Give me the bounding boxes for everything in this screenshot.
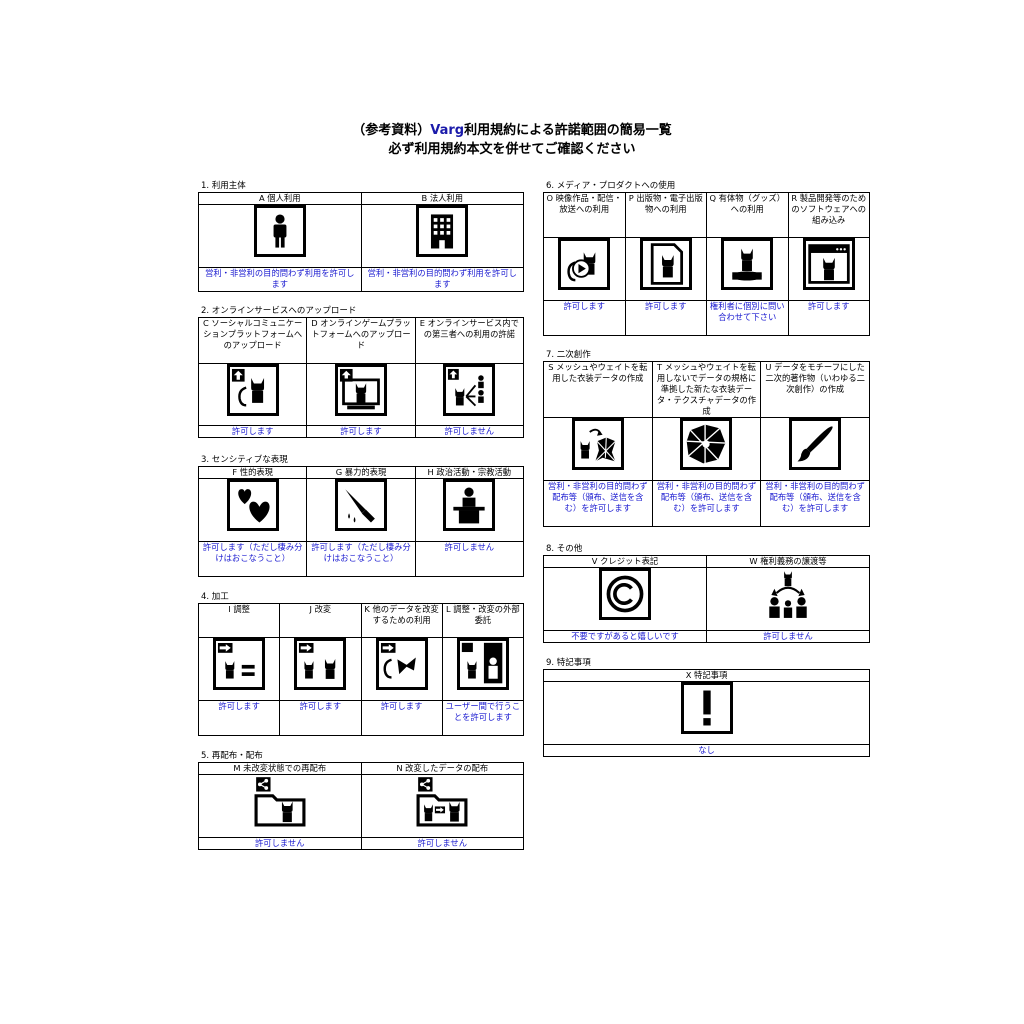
software-icon <box>802 238 855 290</box>
upload-game-icon <box>334 364 387 416</box>
item-v-heading: V クレジット表記 <box>543 555 707 568</box>
section-title: 4. 加工 <box>201 592 229 602</box>
item-t-status: 営利・非営利の目的問わず配布等（頒布、送信を含む）を許可します <box>651 480 762 527</box>
section-media-products: 6. メディア・プロダクトへの使用 O 映像作品・配信・放送への利用 P 出版物… <box>543 180 870 336</box>
title-line-1: （参考資料）Varg利用規約による許諾範囲の簡易一覧 <box>352 123 672 138</box>
item-d-heading: D オンラインゲームプラットフォームへのアップロード <box>306 317 416 364</box>
item-c-heading: C ソーシャルコミュニケーションプラットフォームへのアップロード <box>197 317 308 364</box>
modify-icon <box>294 638 347 690</box>
item-o-heading: O 映像作品・配信・放送への利用 <box>543 192 626 238</box>
item-i-status: 許可します <box>197 700 281 736</box>
video-icon <box>558 238 611 290</box>
section-usage-subject: 1. 利用主体 A 個人利用 B 法人利用 営利・非営利の目的問わず利用を許可し… <box>198 180 524 292</box>
item-s-heading: S メッシュやウェイトを転用した衣装データの作成 <box>543 361 653 418</box>
item-h-status: 許可しません <box>414 541 525 577</box>
item-j-heading: J 改変 <box>279 603 362 638</box>
mesh-transfer-icon <box>571 418 624 470</box>
item-g-status: 許可します（ただし棲み分けはおこなうこと） <box>306 541 416 577</box>
section-title: 8. その他 <box>546 544 583 554</box>
item-c-status: 許可します <box>197 425 308 438</box>
item-x-status: なし <box>543 744 870 757</box>
item-e-status: 許可しません <box>414 425 525 438</box>
item-f-heading: F 性的表現 <box>197 466 308 479</box>
section-redistribution: 5. 再配布・配布 M 未改変状態での再配布 N 改変したデータの配布 許可しま… <box>198 750 524 850</box>
item-u-heading: U データをモチーフにした二次的著作物（いわゆる二次創作）の作成 <box>760 361 870 418</box>
goods-icon <box>721 238 774 290</box>
other-data-icon <box>375 638 428 690</box>
section-title: 6. メディア・プロダクトへの使用 <box>546 181 676 191</box>
new-costume-icon <box>680 418 733 470</box>
section-derivative-works: 7. 二次創作 S メッシュやウェイトを転用した衣装データの作成 T メッシュや… <box>543 349 870 527</box>
item-u-status: 営利・非営利の目的問わず配布等（頒布、送信を含む）を許可します <box>760 480 870 527</box>
section-online-upload: 2. オンラインサービスへのアップロード C ソーシャルコミュニケーションプラッ… <box>197 305 525 438</box>
section-title: 1. 利用主体 <box>201 181 246 191</box>
item-m-heading: M 未改変状態での再配布 <box>198 762 362 775</box>
item-p-heading: P 出版物・電子出版物への利用 <box>624 192 707 238</box>
section-title: 3. センシティブな表現 <box>201 455 288 465</box>
publication-icon <box>639 238 692 290</box>
adjust-icon <box>213 638 266 690</box>
item-f-status: 許可します（ただし棲み分けはおこなうこと） <box>197 541 308 577</box>
item-a-heading: A 個人利用 <box>198 192 362 205</box>
transfer-rights-icon <box>762 568 814 620</box>
item-h-heading: H 政治活動・宗教活動 <box>414 466 525 479</box>
item-w-heading: W 権利義務の譲渡等 <box>706 555 870 568</box>
section-title: 2. オンラインサービスへのアップロード <box>201 306 357 316</box>
building-icon <box>416 205 469 257</box>
title-line-2: 必ず利用規約本文を併せてご確認ください <box>388 142 636 157</box>
item-k-status: 許可します <box>360 700 443 736</box>
item-n-heading: N 改変したデータの配布 <box>360 762 524 775</box>
item-k-heading: K 他のデータを改変するための利用 <box>360 603 443 638</box>
item-l-status: ユーザー間で行うことを許可します <box>441 700 525 736</box>
item-r-heading: R 製品開発等のためのソフトウェアへの組み込み <box>787 192 870 238</box>
item-r-status: 許可します <box>787 300 870 336</box>
page-title: （参考資料）Varg利用規約による許諾範囲の簡易一覧 必ず利用規約本文を併せてご… <box>0 121 1024 159</box>
item-q-heading: Q 有体物（グッズ）への利用 <box>706 192 789 238</box>
section-title: 9. 特記事項 <box>546 658 591 668</box>
person-icon <box>253 205 306 257</box>
item-w-status: 許可しません <box>706 630 870 643</box>
redistribute-icon <box>253 775 306 827</box>
section-special-notes: 9. 特記事項 X 特記事項 なし <box>543 657 870 757</box>
item-n-status: 許可しません <box>360 837 524 850</box>
brand-name: Varg <box>430 123 465 138</box>
section-other: 8. その他 V クレジット表記 W 権利義務の譲渡等 不要ですがあると嬉しいで… <box>543 543 870 643</box>
copyright-icon <box>599 568 651 620</box>
item-j-status: 許可します <box>279 700 362 736</box>
item-p-status: 許可します <box>624 300 707 336</box>
outsource-icon <box>456 638 509 690</box>
item-b-heading: B 法人利用 <box>360 192 524 205</box>
item-m-status: 許可しません <box>198 837 362 850</box>
item-s-status: 営利・非営利の目的問わず配布等（頒布、送信を含む）を許可します <box>543 480 653 527</box>
hearts-icon <box>226 479 279 531</box>
exclamation-icon <box>680 682 733 734</box>
item-g-heading: G 暴力的表現 <box>306 466 416 479</box>
brush-icon <box>789 418 842 470</box>
share-third-party-icon <box>443 364 496 416</box>
section-title: 5. 再配布・配布 <box>201 751 263 761</box>
item-i-heading: I 調整 <box>197 603 281 638</box>
podium-icon <box>443 479 496 531</box>
item-x-heading: X 特記事項 <box>543 669 870 682</box>
item-b-status: 営利・非営利の目的問わず利用を許可します <box>360 267 524 292</box>
item-q-status: 権利者に個別に問い合わせて下さい <box>706 300 789 336</box>
section-processing: 4. 加工 I 調整 J 改変 K 他のデータを改変するための利用 L 調整・改… <box>197 591 525 736</box>
item-d-status: 許可します <box>306 425 416 438</box>
section-sensitive-expression: 3. センシティブな表現 F 性的表現 G 暴力的表現 H 政治活動・宗教活動 … <box>197 454 525 577</box>
item-l-heading: L 調整・改変の外部委託 <box>441 603 525 638</box>
item-e-heading: E オンラインサービス内での第三者への利用の許諾 <box>414 317 525 364</box>
item-t-heading: T メッシュやウェイトを転用しないでデータの規格に準拠した新たな衣装データ・テク… <box>651 361 762 418</box>
item-o-status: 許可します <box>543 300 626 336</box>
section-title: 7. 二次創作 <box>546 350 591 360</box>
item-a-status: 営利・非営利の目的問わず利用を許可します <box>198 267 362 292</box>
knife-icon <box>334 479 387 531</box>
upload-social-icon <box>226 364 279 416</box>
distribute-modified-icon <box>416 775 469 827</box>
item-v-status: 不要ですがあると嬉しいです <box>543 630 707 643</box>
